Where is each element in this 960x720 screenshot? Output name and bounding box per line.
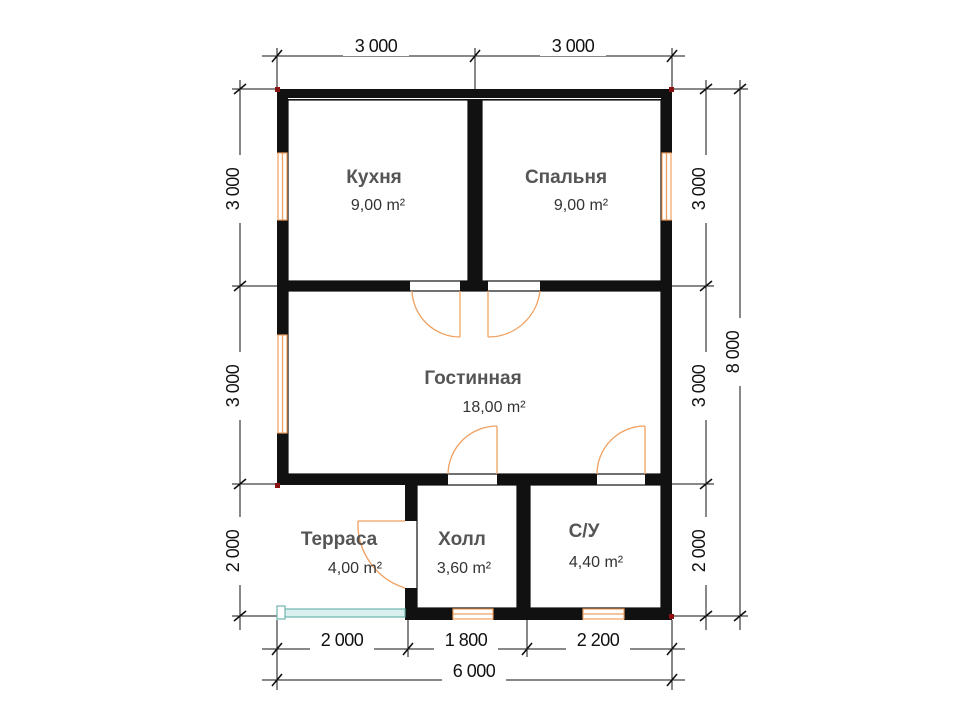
room-living-area: 18,00 m² <box>462 399 526 416</box>
room-bedroom-name: Спальня <box>525 167 607 188</box>
room-bathroom-area: 4,40 m² <box>569 554 624 571</box>
room-kitchen-name: Кухня <box>346 167 402 188</box>
door-entrance <box>357 520 406 589</box>
dim-bottom-hall: 1 800 <box>445 630 488 650</box>
room-hall-area: 3,60 m² <box>437 560 492 577</box>
corner-markers <box>275 87 674 619</box>
room-bathroom-name: С/У <box>569 521 600 542</box>
windows <box>277 152 672 620</box>
doors <box>357 290 646 589</box>
room-living-name: Гостинная <box>424 368 521 389</box>
dim-top-right: 3 000 <box>552 36 595 56</box>
dim-bottom-total: 6 000 <box>453 661 496 681</box>
door-kitchen <box>411 290 461 338</box>
room-terrace-name: Терраса <box>301 529 378 550</box>
room-terrace-area: 4,00 m² <box>328 560 383 577</box>
dim-left-middle: 3 000 <box>223 364 243 407</box>
room-bedroom-area: 9,00 m² <box>554 197 609 214</box>
room-kitchen-area: 9,00 m² <box>351 197 406 214</box>
door-bedroom <box>487 290 541 338</box>
dim-right-middle: 3 000 <box>689 364 709 407</box>
dim-left-top: 3 000 <box>223 167 243 210</box>
dim-left-bottom: 2 000 <box>223 529 243 572</box>
dimension-labels: 3 000 3 000 3 000 3 000 2 000 3 000 3 00… <box>222 36 743 681</box>
door-hall <box>447 425 498 475</box>
dim-right-bottom: 2 000 <box>689 529 709 572</box>
dim-top-left: 3 000 <box>355 36 398 56</box>
wall-outlines <box>287 99 662 609</box>
terrace-railing <box>276 605 406 620</box>
dim-right-total: 8 000 <box>723 330 743 373</box>
room-hall-name: Холл <box>438 529 486 550</box>
dim-bottom-bath: 2 200 <box>577 630 620 650</box>
door-bathroom <box>596 425 646 475</box>
dim-right-top: 3 000 <box>689 167 709 210</box>
room-labels: Кухня 9,00 m² Спальня 9,00 m² Гостинная … <box>301 167 624 577</box>
walls <box>277 89 672 620</box>
dim-bottom-terrace: 2 000 <box>321 630 364 650</box>
